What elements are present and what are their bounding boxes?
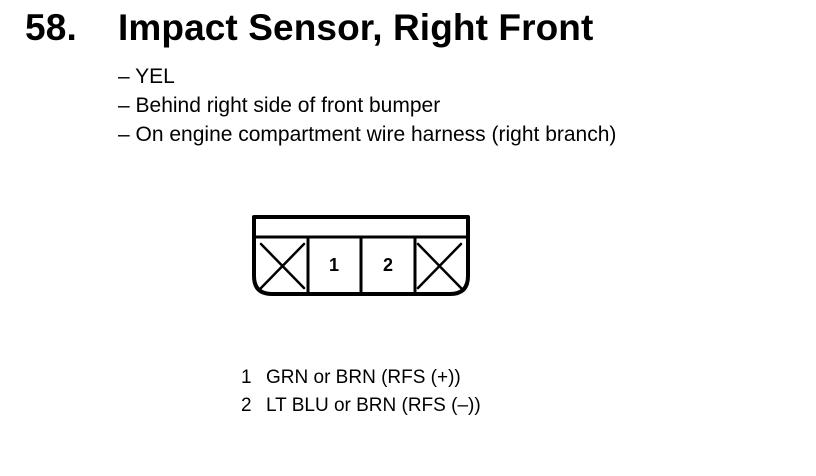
connector-body xyxy=(252,215,470,296)
connector-diagram: 1 2 xyxy=(252,215,470,296)
harness-location: – On engine compartment wire harness (ri… xyxy=(118,123,617,146)
pin-number: 1 xyxy=(241,367,252,388)
blocked-cavity-right xyxy=(416,242,463,290)
pin-wire: LT BLU or BRN (RFS (–)) xyxy=(266,395,481,416)
page-title: Impact Sensor, Right Front xyxy=(118,7,594,48)
pin-row: 2 LT BLU or BRN (RFS (–)) xyxy=(241,392,481,420)
page-heading: 58. Impact Sensor, Right Front xyxy=(0,6,816,50)
pinout-list: 1 GRN or BRN (RFS (+)) 2 LT BLU or BRN (RF… xyxy=(241,364,481,420)
cavity-label-1: 1 xyxy=(329,255,339,275)
cavity-label-2: 2 xyxy=(383,255,393,275)
pin-row: 1 GRN or BRN (RFS (+)) xyxy=(241,364,481,392)
pin-wire: GRN or BRN (RFS (+)) xyxy=(266,367,461,388)
component-details: – YEL – Behind right side of front bumpe… xyxy=(118,62,616,149)
connector-color: – YEL xyxy=(118,65,175,88)
component-location: – Behind right side of front bumper xyxy=(118,94,441,117)
blocked-cavity-left xyxy=(259,242,306,290)
pin-number: 2 xyxy=(241,395,252,416)
item-number: 58. xyxy=(25,7,78,48)
